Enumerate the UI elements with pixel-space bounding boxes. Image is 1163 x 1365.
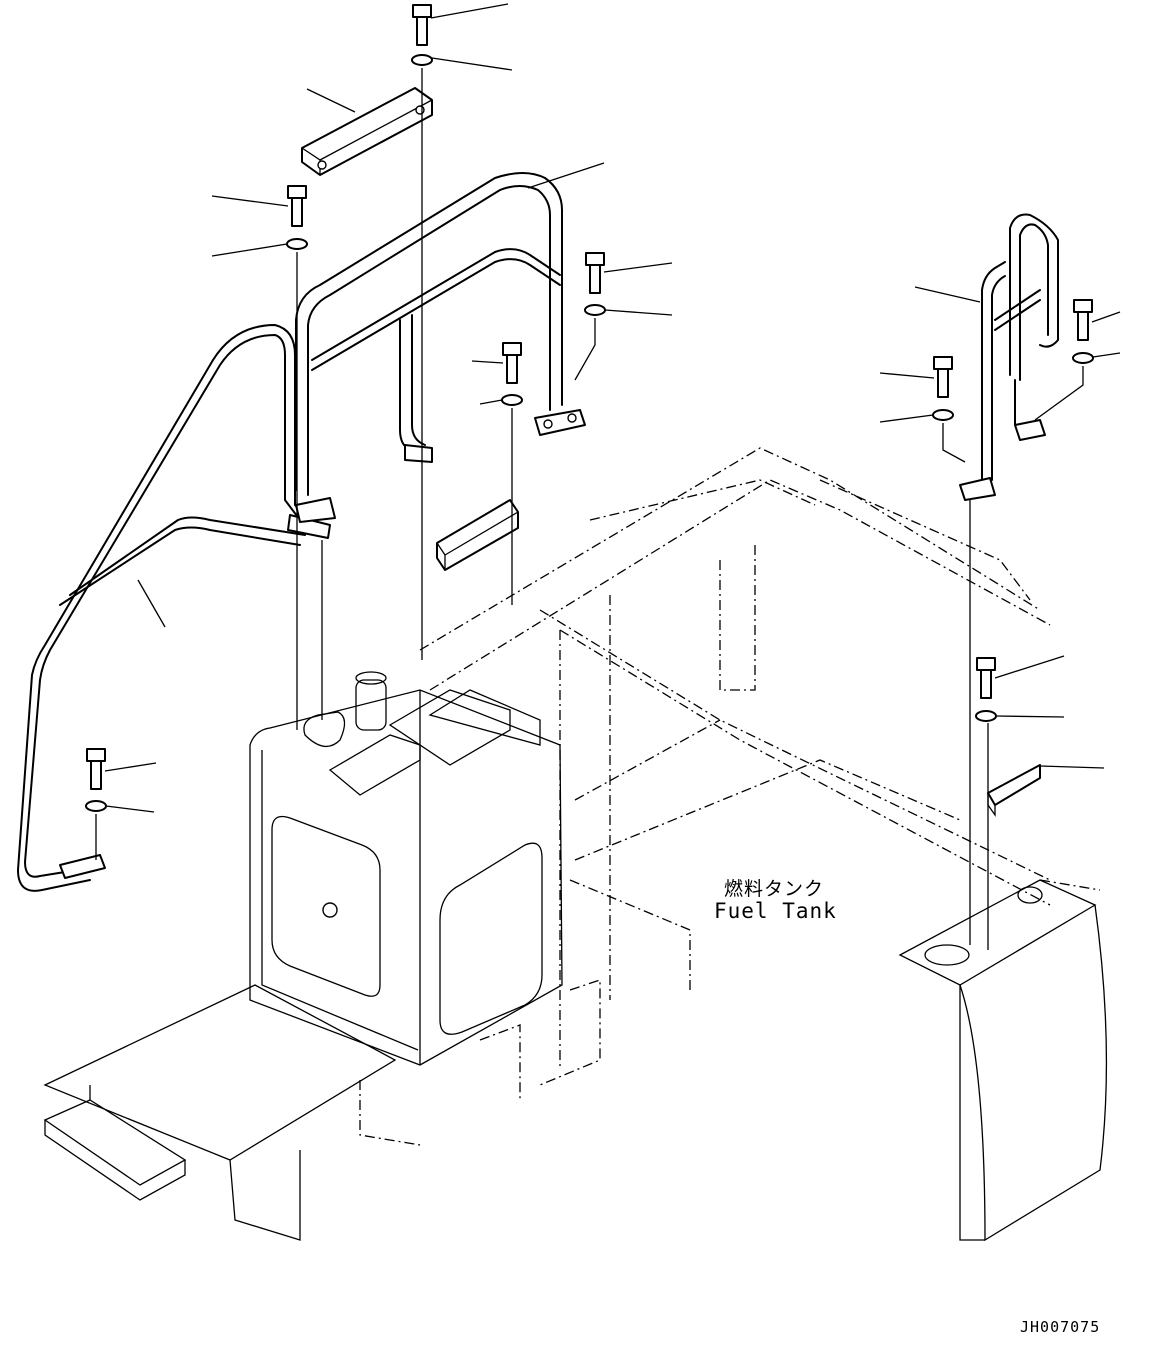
fuel-tank <box>249 671 563 1066</box>
handrail-left-tall <box>17 324 331 892</box>
part-name-english: Fuel Tank <box>714 899 837 923</box>
handrail-upper-u <box>295 172 586 523</box>
part-name-japanese: 燃料タンク <box>724 878 825 900</box>
right-cover <box>898 879 1108 1242</box>
handrail-right-small <box>959 213 1059 501</box>
bolt-7 <box>975 657 997 722</box>
step-base <box>43 984 421 1241</box>
bolts <box>85 4 1094 812</box>
assembly-lines <box>95 68 1084 950</box>
leader-lines <box>104 3 1121 813</box>
bolt-1 <box>411 4 433 66</box>
bolt-6 <box>1072 299 1094 364</box>
upper-frame <box>419 447 1101 1100</box>
bolt-8 <box>85 748 107 812</box>
bolt-4 <box>501 342 523 406</box>
drawing-id: JH007075 <box>1020 1318 1101 1336</box>
bolt-3 <box>584 252 606 316</box>
brackets <box>301 87 1041 818</box>
bolt-2 <box>286 185 308 250</box>
bolt-5 <box>932 356 954 421</box>
